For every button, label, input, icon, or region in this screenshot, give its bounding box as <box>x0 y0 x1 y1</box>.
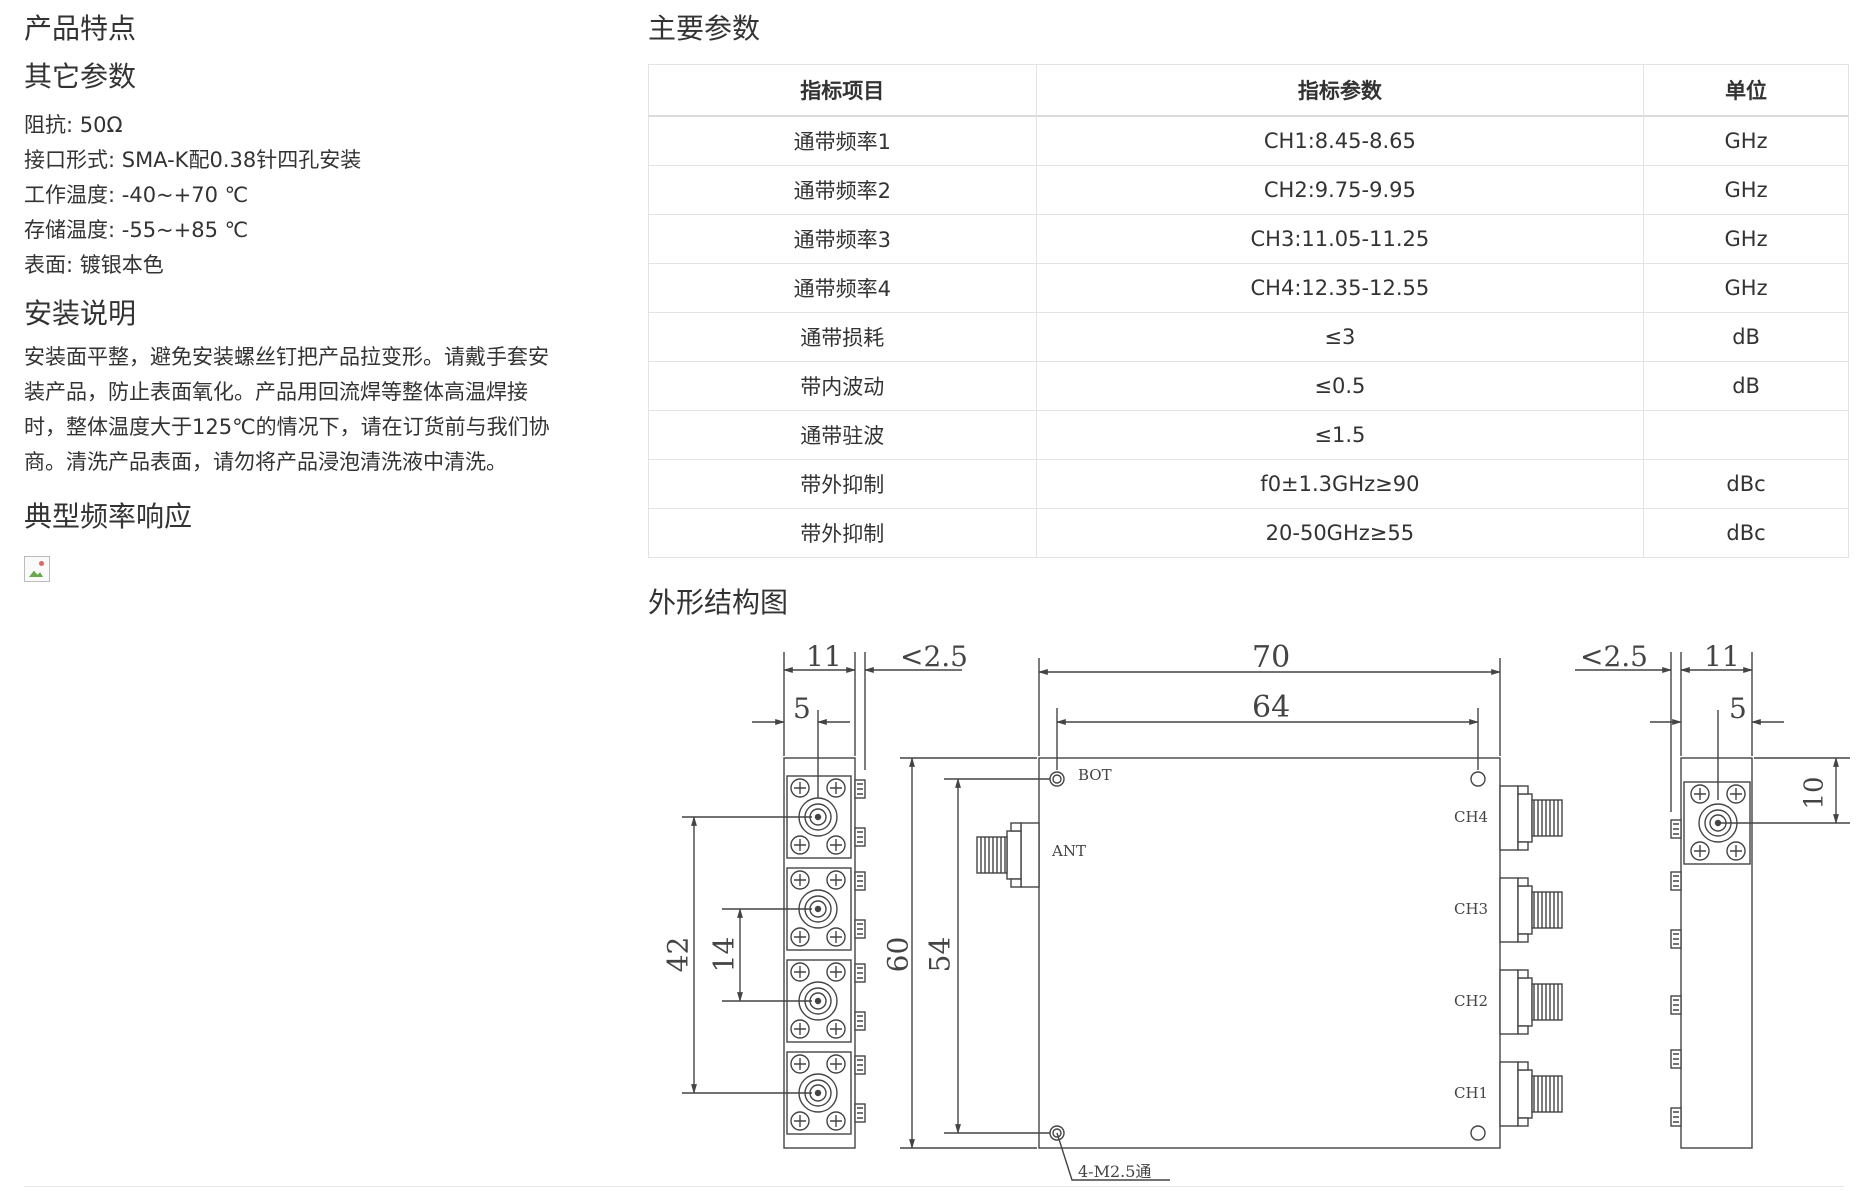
frequency-response-image <box>24 556 50 582</box>
spec-surface: 表面: 镀银本色 <box>24 253 164 277</box>
label-ch3: CH3 <box>1454 900 1489 918</box>
features-title: 产品特点 <box>24 12 137 45</box>
table-row: 通带频率4 CH4:12.35-12.55 GHz <box>648 263 1849 313</box>
dim-11-left: 11 <box>806 640 842 673</box>
install-line: 商。清洗产品表面，请勿将产品浸泡清洗液中清洗。 <box>24 450 507 474</box>
table-row: 通带频率1 CH1:8.45-8.65 GHz <box>648 115 1849 166</box>
cell-unit: dB <box>1643 361 1849 411</box>
dim-2-5-right: <2.5 <box>1580 640 1648 673</box>
cell-item: 通带频率4 <box>648 263 1037 313</box>
label-bot: BOT <box>1078 766 1112 784</box>
table-header-row: 指标项目 指标参数 单位 <box>648 64 1849 117</box>
label-ch2: CH2 <box>1454 992 1489 1010</box>
cell-unit: GHz <box>1643 115 1849 166</box>
install-title: 安装说明 <box>24 297 137 330</box>
cell-unit: GHz <box>1643 214 1849 264</box>
spec-impedance: 阻抗: 50Ω <box>24 113 123 137</box>
dim-60: 60 <box>881 936 915 973</box>
dim-10: 10 <box>1799 776 1830 810</box>
header-unit: 单位 <box>1643 64 1849 117</box>
cell-value: CH1:8.45-8.65 <box>1035 115 1645 166</box>
cell-item: 带内波动 <box>648 361 1037 411</box>
cell-item: 带外抑制 <box>648 459 1037 509</box>
cell-value: ≤3 <box>1035 312 1645 362</box>
spec-list: 阻抗: 50Ω 接口形式: SMA-K配0.38针四孔安装 工作温度: -40~… <box>24 108 361 283</box>
spec-storage-temp: 存储温度: -55~+85 ℃ <box>24 218 249 242</box>
dim-54: 54 <box>923 936 957 973</box>
cell-unit: dB <box>1643 312 1849 362</box>
cell-item: 通带损耗 <box>648 312 1037 362</box>
cell-value: CH4:12.35-12.55 <box>1035 263 1645 313</box>
dim-5-left: 5 <box>793 692 811 725</box>
install-line: 装产品，防止表面氧化。产品用回流焊等整体高温焊接 <box>24 380 528 404</box>
install-line: 时，整体温度大于125℃的情况下，请在订货前与我们协 <box>24 415 550 439</box>
install-text: 安装面平整，避免安装螺丝钉把产品拉变形。请戴手套安 装产品，防止表面氧化。产品用… <box>24 340 604 480</box>
params-table: 指标项目 指标参数 单位 通带频率1 CH1:8.45-8.65 GHz 通带频… <box>648 64 1849 558</box>
spec-operating-temp: 工作温度: -40~+70 ℃ <box>24 183 249 207</box>
cell-item: 带外抑制 <box>648 508 1037 558</box>
cell-value: f0±1.3GHz≥90 <box>1035 459 1645 509</box>
main-params-title: 主要参数 <box>648 12 761 45</box>
table-row: 带内波动 ≤0.5 dB <box>648 361 1849 411</box>
table-row: 带外抑制 f0±1.3GHz≥90 dBc <box>648 459 1849 509</box>
header-item: 指标项目 <box>648 64 1037 117</box>
dim-11-right: 11 <box>1704 640 1740 673</box>
dim-5-right: 5 <box>1729 692 1747 725</box>
cell-item: 通带驻波 <box>648 410 1037 460</box>
spec-interface: 接口形式: SMA-K配0.38针四孔安装 <box>24 148 362 172</box>
table-row: 通带损耗 ≤3 dB <box>648 312 1849 362</box>
dim-14: 14 <box>707 936 741 973</box>
cell-item: 通带频率2 <box>648 165 1037 215</box>
cell-value: CH3:11.05-11.25 <box>1035 214 1645 264</box>
header-value: 指标参数 <box>1035 64 1645 117</box>
cell-value: 20-50GHz≥55 <box>1035 508 1645 558</box>
response-title: 典型频率响应 <box>24 500 193 533</box>
cell-unit: GHz <box>1643 165 1849 215</box>
table-row: 通带驻波 ≤1.5 <box>648 410 1849 460</box>
label-ch1: CH1 <box>1454 1084 1489 1102</box>
table-row: 带外抑制 20-50GHz≥55 dBc <box>648 508 1849 558</box>
cell-unit: dBc <box>1643 459 1849 509</box>
dim-70: 70 <box>1252 640 1291 675</box>
table-row: 通带频率3 CH3:11.05-11.25 GHz <box>648 214 1849 264</box>
dim-2-5-left: <2.5 <box>900 640 968 673</box>
label-ch4: CH4 <box>1454 808 1489 826</box>
cell-unit: GHz <box>1643 263 1849 313</box>
cell-unit <box>1643 410 1849 460</box>
footer-divider <box>24 1186 1844 1187</box>
drawing-title: 外形结构图 <box>648 586 789 619</box>
cell-value: CH2:9.75-9.95 <box>1035 165 1645 215</box>
dim-64: 64 <box>1252 690 1291 725</box>
label-ant: ANT <box>1052 842 1086 860</box>
cell-value: ≤0.5 <box>1035 361 1645 411</box>
cell-value: ≤1.5 <box>1035 410 1645 460</box>
cell-item: 通带频率3 <box>648 214 1037 264</box>
table-row: 通带频率2 CH2:9.75-9.95 GHz <box>648 165 1849 215</box>
cell-unit: dBc <box>1643 508 1849 558</box>
dim-42: 42 <box>661 936 695 973</box>
cell-item: 通带频率1 <box>648 115 1037 166</box>
install-line: 安装面平整，避免安装螺丝钉把产品拉变形。请戴手套安 <box>24 345 549 369</box>
label-mount-holes: 4-M2.5通 <box>1078 1162 1152 1181</box>
other-params-title: 其它参数 <box>24 60 137 93</box>
